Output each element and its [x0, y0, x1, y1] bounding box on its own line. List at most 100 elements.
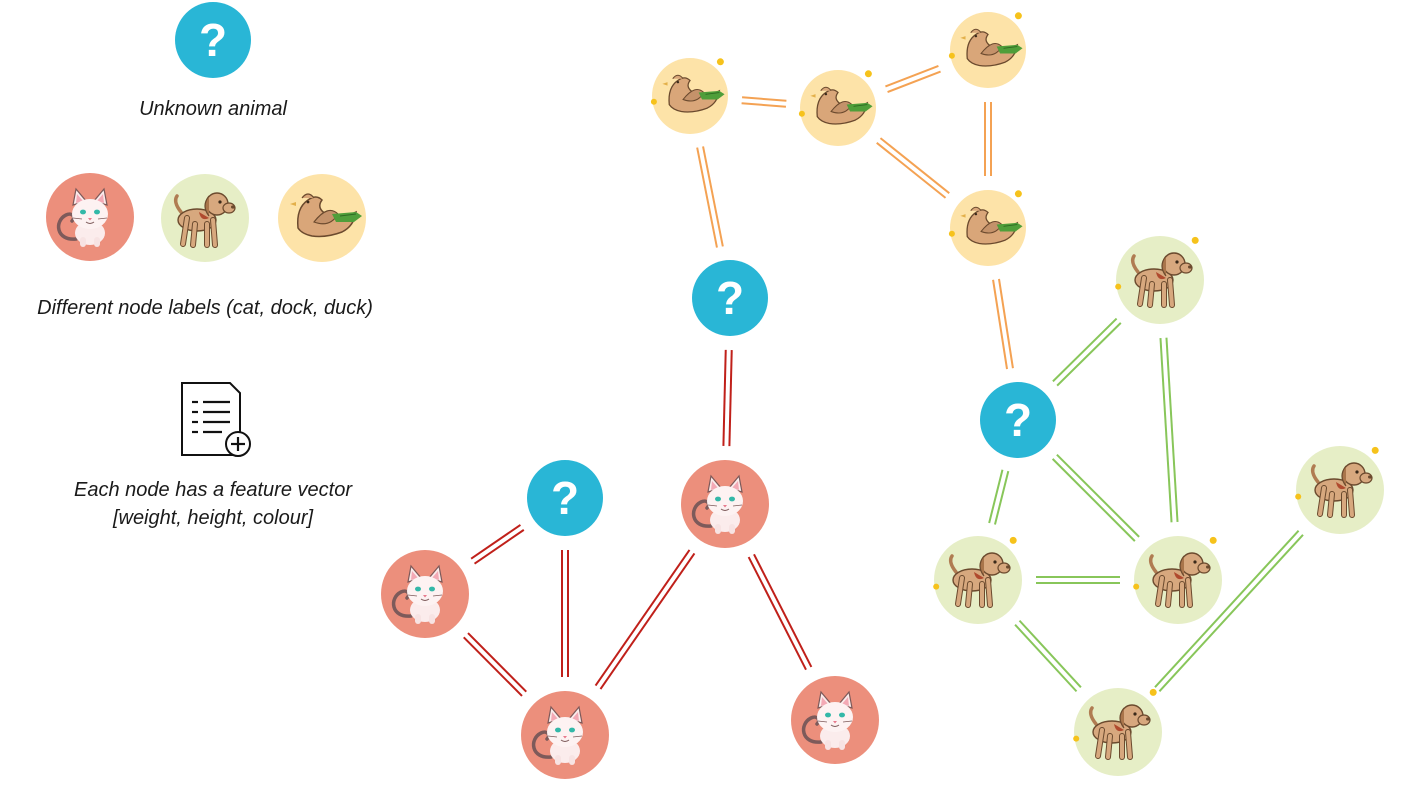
edge-c1-c3 [463, 632, 527, 697]
edge-stroke [879, 137, 950, 194]
node-dog-g3 [1133, 536, 1222, 624]
edge-stroke [594, 549, 691, 687]
edge-stroke [702, 146, 724, 247]
edge-g2-g3 [1036, 576, 1120, 584]
feature-vector-caption-line2: [weight, height, colour] [112, 507, 314, 529]
sparkle-dot [933, 583, 940, 590]
edge-d2-d3 [885, 65, 941, 93]
node-duck-d2 [798, 70, 876, 146]
node-cat-c4 [791, 676, 879, 764]
node-cat-c1 [381, 550, 469, 638]
edge-u2-c3 [561, 550, 569, 677]
edge-stroke [998, 278, 1014, 369]
sparkle-dot [1295, 493, 1302, 500]
question-icon [550, 472, 580, 524]
sparkle-dot [798, 110, 805, 117]
edge-c1-u2 [470, 524, 525, 565]
node-dog-g5 [1295, 446, 1384, 534]
edge-u3-g1 [1052, 317, 1122, 387]
node-dog-g2 [933, 536, 1022, 624]
edge-stroke [463, 636, 523, 697]
edge-stroke [722, 349, 727, 446]
edge-stroke [876, 142, 947, 199]
node-unknown-u3 [980, 382, 1056, 458]
edge-d3-d4 [984, 102, 992, 176]
sparkle-dot [650, 98, 657, 105]
edge-stroke [473, 529, 525, 565]
edge-stroke [887, 70, 941, 93]
node-cat-c2 [681, 460, 769, 548]
edge-stroke [994, 470, 1010, 525]
legend-dog-node [161, 174, 249, 262]
node-labels-caption: Different node labels (cat, dock, duck) [37, 297, 373, 319]
edge-c2-c3 [594, 549, 696, 690]
sparkle-dot [1115, 283, 1122, 290]
sparkle-dot [716, 58, 724, 66]
sparkle-dot [1014, 190, 1022, 198]
sparkle-dot [1149, 688, 1157, 696]
edge-stroke [1165, 337, 1179, 522]
edge-stroke [992, 279, 1008, 370]
edge-g1-g3 [1159, 337, 1179, 523]
edge-u3-g3 [1051, 453, 1140, 542]
edge-stroke [885, 65, 939, 88]
edge-c2-c4 [747, 553, 813, 671]
edge-g4-g5 [1154, 530, 1304, 692]
legend-cat-node [46, 173, 134, 261]
edge-stroke [1056, 322, 1122, 387]
question-glyph: ? [199, 14, 227, 66]
edge-stroke [1018, 619, 1082, 688]
feature-vector-caption-line1: Each node has a feature vector [74, 479, 353, 501]
edge-stroke [1052, 317, 1118, 383]
edge-stroke [599, 552, 696, 690]
graph-edges [463, 65, 1304, 697]
edge-stroke [696, 147, 718, 248]
node-duck-d3 [948, 12, 1026, 88]
node-duck-d1 [650, 58, 728, 134]
edge-u1-c2 [722, 349, 733, 447]
sparkle-dot [1014, 12, 1022, 20]
sparkle-dot [948, 230, 955, 237]
edge-stroke [1051, 458, 1136, 542]
legend-unknown-node: ? [175, 2, 251, 78]
edge-stroke [467, 632, 527, 693]
edge-d4-u3 [992, 278, 1014, 370]
edge-stroke [753, 553, 813, 668]
edge-stroke [741, 96, 787, 102]
sparkle-dot [1073, 735, 1080, 742]
edge-d1-u1 [696, 146, 724, 248]
sparkle-dot [948, 52, 955, 59]
edge-u3-g2 [988, 469, 1010, 525]
sparkle-dot [1209, 536, 1217, 544]
node-unknown-u2 [527, 460, 603, 536]
legend: ? Unknown animal Different node labels (… [37, 2, 373, 529]
sparkle-dot [1371, 446, 1379, 454]
sparkle-dot [1133, 583, 1140, 590]
graph-nodes [381, 12, 1384, 779]
node-unknown-u1 [692, 260, 768, 336]
unknown-animal-caption: Unknown animal [139, 98, 287, 120]
question-icon [175, 2, 251, 78]
edge-stroke [1014, 624, 1078, 693]
node-dog-g1 [1115, 236, 1204, 324]
edge-stroke [1056, 453, 1140, 538]
edge-g2-g4 [1014, 619, 1082, 693]
edge-d1-d2 [741, 96, 787, 108]
edge-stroke [470, 524, 521, 560]
question-icon [1003, 394, 1033, 446]
sparkle-dot [864, 70, 872, 78]
edge-stroke [741, 102, 787, 108]
node-duck-d4 [948, 190, 1026, 266]
edge-stroke [1154, 530, 1300, 688]
edge-stroke [988, 469, 1004, 524]
edge-stroke [747, 556, 807, 671]
question-icon [715, 272, 745, 324]
node-dog-g4 [1073, 688, 1162, 776]
edge-stroke [1158, 534, 1304, 692]
edge-stroke [1159, 338, 1173, 523]
sparkle-dot [1191, 236, 1199, 244]
legend-duck-node [278, 174, 366, 262]
sparkle-dot [1009, 536, 1017, 544]
document-add-icon [181, 382, 251, 457]
